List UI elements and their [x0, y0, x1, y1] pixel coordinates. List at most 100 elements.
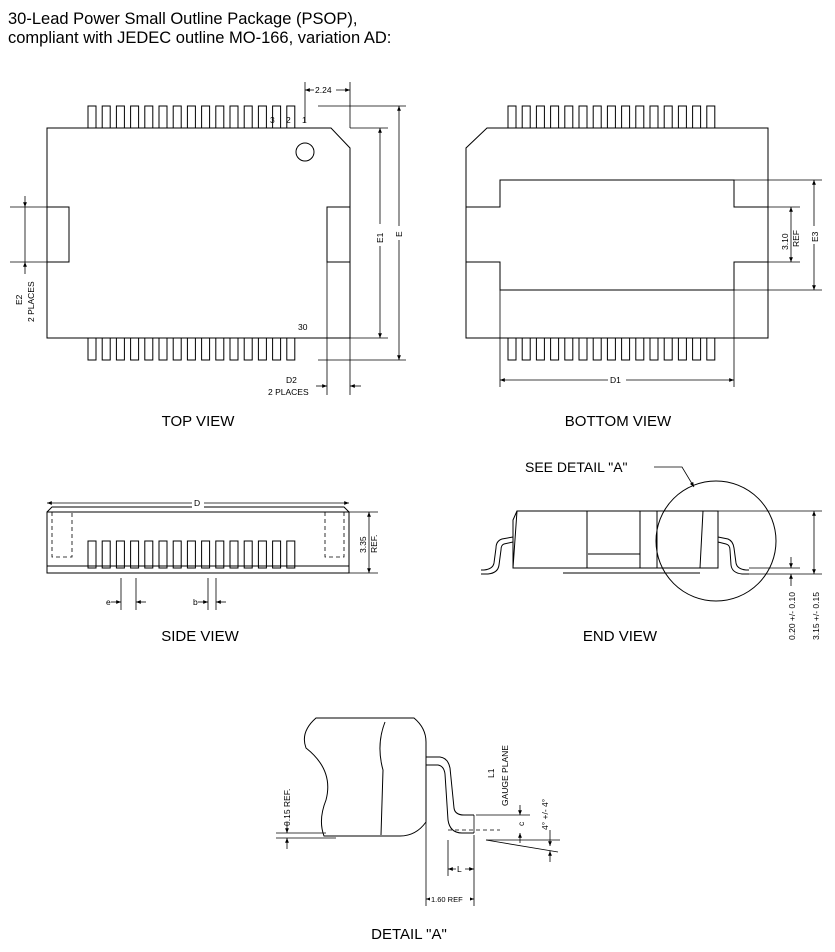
detail-a-body-ridge	[379, 721, 386, 836]
pin-1-marker	[295, 142, 315, 162]
bottom-view-lead	[535, 337, 545, 361]
top-view-lead	[243, 105, 253, 129]
top-view-label: TOP VIEW	[161, 413, 235, 430]
dim-e2-label: E2	[14, 294, 24, 305]
dim-e1-label: E1	[375, 232, 385, 243]
top-view-lead	[215, 337, 225, 361]
bottom-view-lead	[606, 105, 616, 129]
gauge-plane-label: GAUGE PLANE	[500, 745, 510, 806]
side-view-lead	[201, 540, 211, 569]
dim-l-label: L	[457, 864, 462, 874]
end-view-right-lead	[717, 536, 749, 575]
side-view-lead	[257, 540, 267, 569]
top-view-lead	[272, 337, 282, 361]
dim-d1-mask	[608, 374, 626, 385]
dim-e1-mask	[374, 224, 386, 246]
dim-d2-note: 2 PLACES	[268, 387, 309, 397]
bottom-view-lead	[663, 105, 673, 129]
dim-e3-label: E3	[810, 231, 820, 242]
dim-height-label: 3.15 +/- 0.15	[811, 592, 821, 640]
side-view-lead	[272, 540, 282, 569]
end-view-body-sections	[512, 510, 704, 569]
title-line-1: 30-Lead Power Small Outline Package (PSO…	[8, 10, 358, 28]
end-view-left-lead	[481, 536, 514, 575]
bottom-view-lead	[592, 105, 602, 129]
dim-310-ref: REF	[791, 230, 801, 247]
bottom-view-lead	[706, 105, 716, 129]
top-view-body	[46, 127, 351, 339]
top-view-lead	[186, 337, 196, 361]
dim-angle-label: 4° +/- 4°	[540, 799, 550, 830]
see-detail-leader	[654, 466, 695, 488]
pin-30-label: 30	[298, 322, 308, 332]
pin-1-label: 1	[302, 115, 307, 125]
bottom-view-lead	[677, 337, 687, 361]
bottom-view-lead	[621, 105, 631, 129]
side-view-lead	[158, 540, 168, 569]
dim-d-mask	[192, 497, 204, 508]
bottom-view-lead	[578, 337, 588, 361]
bottom-view-lead	[564, 337, 574, 361]
bottom-view-label: BOTTOM VIEW	[564, 413, 672, 430]
top-view-lead	[115, 105, 125, 129]
bottom-view-lead	[507, 337, 517, 361]
end-view-label: END VIEW	[582, 628, 658, 645]
angle-lead-line	[485, 839, 559, 853]
side-view-lead	[243, 540, 253, 569]
dim-310-label: 3.10	[780, 233, 790, 250]
dim-d2-label: D2	[286, 375, 297, 385]
bottom-view-lead	[606, 337, 616, 361]
bottom-view-lead	[578, 105, 588, 129]
top-view-lead	[101, 337, 111, 361]
bottom-view-body	[465, 127, 769, 339]
dim-l1-label: L1	[486, 768, 496, 778]
side-view-lead	[144, 540, 154, 569]
dim-335-ref: REF.	[369, 535, 379, 553]
dim-e-mask	[393, 226, 405, 240]
side-view-lead	[186, 540, 196, 569]
bottom-view-lower-leads	[507, 337, 716, 361]
bottom-view-lead	[692, 105, 702, 129]
top-view-upper-leads	[87, 105, 296, 129]
side-view: D 3.35 REF. e b	[46, 497, 379, 610]
end-view-body	[512, 510, 719, 569]
dim-d1-label: D1	[610, 375, 621, 385]
dim-e3-mask	[808, 226, 820, 244]
top-view-lead	[286, 337, 296, 361]
bottom-view-lead	[649, 337, 659, 361]
top-view-lead	[215, 105, 225, 129]
bottom-view-lead	[521, 337, 531, 361]
bottom-view-lead	[649, 105, 659, 129]
detail-a-label: DETAIL "A"	[371, 926, 447, 943]
dim-standoff-label: 0.20 +/- 0.10	[787, 592, 797, 640]
dim-160-label: 1.60 REF	[431, 895, 463, 904]
top-view-lead	[130, 105, 140, 129]
dim-160-mask	[430, 893, 470, 904]
see-detail-label: SEE DETAIL "A"	[525, 459, 628, 475]
bottom-view-lead	[677, 105, 687, 129]
bottom-view-lead	[692, 337, 702, 361]
top-view-left-pad	[46, 206, 70, 263]
dim-e-pitch-label: e	[106, 597, 111, 607]
bottom-view-lead	[550, 105, 560, 129]
dim-224-mask	[314, 84, 336, 95]
top-view-lead	[229, 337, 239, 361]
top-view-lead	[186, 105, 196, 129]
top-view: 3 2 1 30 2.24 E1 E E2 2 PLACES	[10, 82, 406, 397]
detail-a-lead	[426, 756, 474, 834]
top-view-lead	[144, 337, 154, 361]
pin-2-label: 2	[286, 115, 291, 125]
dim-b-label: b	[193, 597, 198, 607]
top-view-lead	[257, 105, 267, 129]
side-view-lead	[115, 540, 125, 569]
top-view-lead	[229, 105, 239, 129]
pin-3-label: 3	[270, 115, 275, 125]
title-line-2: compliant with JEDEC outline MO-166, var…	[8, 29, 392, 47]
top-view-lead	[243, 337, 253, 361]
side-view-lead	[87, 540, 97, 569]
side-view-lead	[101, 540, 111, 569]
bottom-view-upper-leads	[507, 105, 716, 129]
bottom-view-lead	[706, 337, 716, 361]
bottom-view-lead	[564, 105, 574, 129]
